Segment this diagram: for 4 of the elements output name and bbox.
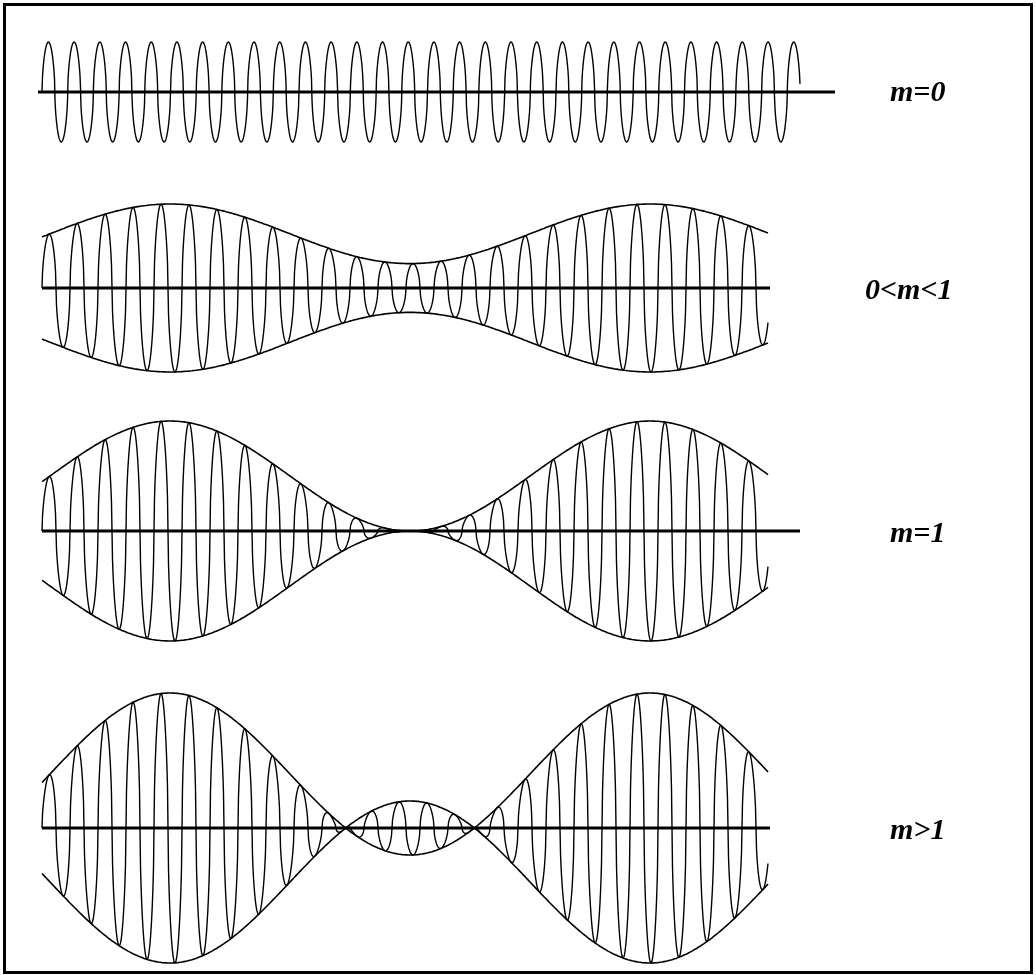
modulation-index-label: m=1 — [890, 515, 946, 549]
modulation-index-label: 0<m<1 — [865, 272, 953, 306]
modulation-index-label: m>1 — [890, 812, 946, 846]
modulation-index-label: m=0 — [890, 74, 946, 108]
